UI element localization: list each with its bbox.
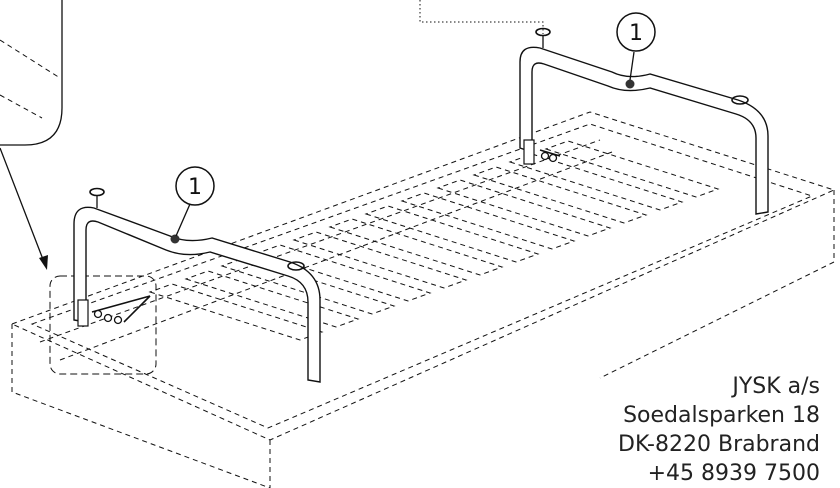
callout-label-left: 1 <box>188 175 202 200</box>
bed-slat <box>544 140 720 198</box>
handle-marker-dot-left <box>170 234 180 244</box>
bed-slats <box>148 140 720 341</box>
bed-slat <box>292 231 468 289</box>
bed-slat <box>148 283 324 341</box>
detail-box <box>49 275 157 375</box>
bed-slat <box>364 205 540 263</box>
handle-bar-right <box>519 27 769 215</box>
callout-left: 1 <box>175 166 215 237</box>
bed-slat <box>256 244 432 302</box>
callout-label-right: 1 <box>629 21 643 46</box>
company-address-block: JYSK a/s Soedalsparken 18 DK-8220 Brabra… <box>618 372 820 488</box>
callout-right: 1 <box>616 12 656 81</box>
bed-slat <box>328 218 504 276</box>
company-name: JYSK a/s <box>732 374 820 399</box>
bed-slat <box>184 270 360 328</box>
bed-frame-base <box>10 111 836 488</box>
handle-bar-left <box>73 187 321 383</box>
detail-pointer-arrow <box>0 147 48 270</box>
dotted-leader <box>419 0 544 34</box>
company-street: Soedalsparken 18 <box>623 403 820 428</box>
handle-marker-dot-right <box>625 79 635 89</box>
bed-slat <box>436 179 612 237</box>
company-city: DK-8220 Brabrand <box>618 432 820 457</box>
bed-slat <box>472 166 648 224</box>
bed-slat <box>400 192 576 250</box>
company-phone: +45 8939 7500 <box>647 461 820 486</box>
bed-slat <box>508 153 684 211</box>
detail-frame-top-left <box>0 0 63 146</box>
